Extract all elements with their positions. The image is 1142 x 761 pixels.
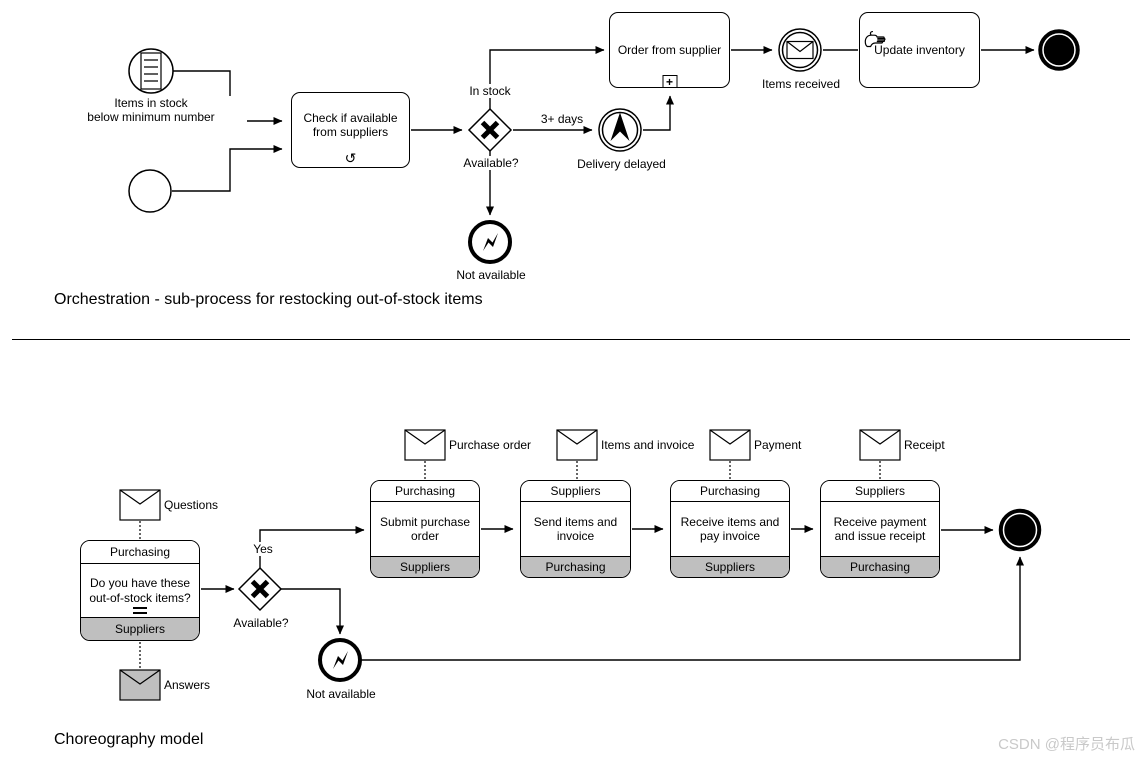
receipt-label: Receipt xyxy=(903,438,946,453)
payment-envelope-icon xyxy=(709,429,751,461)
choreography-task-submit-label: Submit purchase order xyxy=(371,502,479,556)
answers-label: Answers xyxy=(163,678,212,693)
receipt-envelope-icon xyxy=(859,429,901,461)
participant-band-top: Purchasing xyxy=(371,481,479,502)
task-update-inventory: Update inventory xyxy=(859,12,980,88)
questions-label: Questions xyxy=(163,498,220,513)
participant-band-top: Purchasing xyxy=(671,481,789,502)
end-event-icon xyxy=(1038,29,1080,71)
not-available-label: Not available xyxy=(445,268,537,283)
task-check-available: Check if available from suppliers ↺ xyxy=(291,92,410,168)
subprocess-order-label: Order from supplier xyxy=(617,42,722,57)
participant-band-top: Purchasing xyxy=(81,541,199,564)
csdn-watermark: CSDN @程序员布瓜 xyxy=(998,736,1135,753)
items-invoice-label: Items and invoice xyxy=(600,438,696,453)
subprocess-order-from-supplier: Order from supplier + xyxy=(609,12,730,88)
delivery-delayed-label: Delivery delayed xyxy=(568,157,675,172)
escalation-event-icon xyxy=(598,108,642,152)
exclusive-gateway2-icon xyxy=(237,566,283,612)
purchase-order-label: Purchase order xyxy=(448,438,533,453)
start-event-icon xyxy=(128,169,172,213)
exclusive-gateway-icon xyxy=(467,107,513,153)
conditional-start-event-icon xyxy=(128,48,174,94)
choreography-title: Choreography model xyxy=(54,731,204,748)
participant-band-bottom: Purchasing xyxy=(521,556,630,577)
subprocess-plus-icon: + xyxy=(662,75,677,88)
answers-envelope-icon xyxy=(119,669,161,701)
multiple-marker-icon xyxy=(133,607,147,614)
questions-envelope-icon xyxy=(119,489,161,521)
choreography-task-ask-label: Do you have these out-of-stock items? xyxy=(89,576,191,605)
task-check-available-label: Check if available from suppliers xyxy=(303,110,398,139)
branch-delay-label: 3+ days xyxy=(531,112,593,127)
flow-instock-to-order xyxy=(489,46,605,109)
choreography-task-send: Suppliers Send items and invoice Purchas… xyxy=(520,480,631,578)
loop-marker-icon: ↺ xyxy=(344,151,357,167)
conditional-start-label: Items in stock below minimum number xyxy=(55,96,247,125)
yes-label: Yes xyxy=(247,542,279,557)
flow-delay-to-order xyxy=(643,95,674,131)
end-event2-icon xyxy=(998,508,1042,552)
error-end-event-icon xyxy=(468,220,512,264)
flow-notavailable-to-end2 xyxy=(361,556,1024,661)
choreography-task-ask: Purchasing Do you have these out-of-stoc… xyxy=(80,540,200,641)
task-update-inventory-label: Update inventory xyxy=(874,42,965,57)
choreography-task-receive: Purchasing Receive items and pay invoice… xyxy=(670,480,790,578)
gateway-available-label: Available? xyxy=(453,156,529,171)
manual-task-hand-icon xyxy=(864,16,887,54)
section-divider xyxy=(12,339,1130,340)
choreography-task-receive-label: Receive items and pay invoice xyxy=(671,502,789,556)
purchase-order-envelope-icon xyxy=(404,429,446,461)
not-available2-label: Not available xyxy=(295,687,387,702)
participant-band-bottom: Purchasing xyxy=(821,556,939,577)
items-invoice-envelope-icon xyxy=(556,429,598,461)
participant-band-bottom: Suppliers xyxy=(81,617,199,640)
choreography-task-ask-body: Do you have these out-of-stock items? xyxy=(81,564,199,617)
choreography-task-receipt-label: Receive payment and issue receipt xyxy=(821,502,939,556)
flow-start-to-check xyxy=(172,145,283,192)
error-end-event2-icon xyxy=(318,638,362,682)
flow-gateway-to-notavailable2 xyxy=(281,588,344,635)
branch-in-stock-label: In stock xyxy=(458,84,522,99)
orchestration-title: Orchestration - sub-process for restocki… xyxy=(54,291,483,308)
choreography-task-submit: Purchasing Submit purchase order Supplie… xyxy=(370,480,480,578)
payment-label: Payment xyxy=(753,438,803,453)
message-event-icon xyxy=(778,28,822,72)
items-received-label: Items received xyxy=(752,77,850,92)
choreography-task-receipt: Suppliers Receive payment and issue rece… xyxy=(820,480,940,578)
participant-band-top: Suppliers xyxy=(821,481,939,502)
participant-band-bottom: Suppliers xyxy=(671,556,789,577)
gateway2-available-label: Available? xyxy=(223,616,299,631)
participant-band-top: Suppliers xyxy=(521,481,630,502)
participant-band-bottom: Suppliers xyxy=(371,556,479,577)
choreography-task-send-label: Send items and invoice xyxy=(521,502,630,556)
